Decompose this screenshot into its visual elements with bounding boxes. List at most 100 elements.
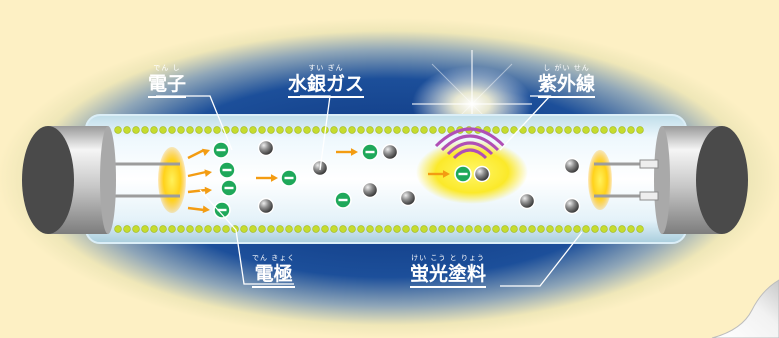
label-mercury-gas: すい ぎん 水銀ガス	[288, 64, 365, 98]
phosphor-dot	[114, 126, 122, 134]
phosphor-dot	[258, 225, 266, 233]
phosphor-dot	[393, 225, 401, 233]
phosphor-dot	[123, 126, 131, 134]
phosphor-dot	[339, 225, 347, 233]
uv-glow-region	[416, 140, 528, 204]
label-mercury-gas-text: 水銀ガス	[288, 73, 365, 95]
phosphor-dot	[384, 225, 392, 233]
phosphor-dot	[141, 126, 149, 134]
label-electrode-text: 電極	[254, 263, 293, 285]
phosphor-dot	[195, 225, 203, 233]
phosphor-dot	[564, 225, 572, 233]
phosphor-dot	[618, 225, 626, 233]
phosphor-dot	[204, 225, 212, 233]
phosphor-dot	[357, 225, 365, 233]
mercury-atoms-group	[257, 139, 581, 215]
mercury-atom-icon	[361, 181, 379, 199]
phosphor-dot	[348, 126, 356, 134]
phosphor-dot	[546, 225, 554, 233]
phosphor-dot	[330, 126, 338, 134]
phosphor-dot	[420, 225, 428, 233]
label-ultraviolet-text: 紫外線	[538, 73, 596, 95]
arrow-icon	[336, 148, 358, 156]
phosphor-dot	[258, 126, 266, 134]
phosphor-dot	[159, 126, 167, 134]
phosphor-dot	[438, 225, 446, 233]
label-electrode-ruby: でん きょく	[252, 254, 296, 262]
phosphor-dot	[609, 126, 617, 134]
mercury-atom-icon	[381, 143, 399, 161]
phosphor-dot	[312, 225, 320, 233]
phosphor-dot	[492, 225, 500, 233]
phosphor-dot	[492, 126, 500, 134]
phosphor-dot	[348, 225, 356, 233]
phosphor-dot	[528, 225, 536, 233]
electron-icon	[334, 191, 352, 209]
phosphor-dot	[429, 126, 437, 134]
phosphor-dot	[465, 225, 473, 233]
mercury-atom-icon	[257, 139, 275, 157]
phosphor-dot	[474, 225, 482, 233]
phosphor-dot	[366, 126, 374, 134]
electron-flow-arrows	[187, 148, 450, 214]
phosphor-dot	[591, 126, 599, 134]
phosphor-dot	[150, 126, 158, 134]
phosphor-dot	[384, 126, 392, 134]
arrow-icon	[187, 148, 210, 160]
phosphor-dot	[186, 225, 194, 233]
phosphor-dot	[447, 225, 455, 233]
phosphor-dot	[114, 225, 122, 233]
arrow-icon	[187, 169, 212, 178]
electron-icon	[220, 179, 238, 197]
phosphor-dot	[177, 126, 185, 134]
phosphor-dot	[168, 126, 176, 134]
electron-icon	[454, 165, 472, 183]
phosphor-dot	[312, 126, 320, 134]
phosphor-coating-bottom	[114, 225, 644, 233]
right-electrode-glow	[588, 150, 612, 210]
phosphor-dot	[627, 225, 635, 233]
phosphor-dot	[141, 225, 149, 233]
phosphor-dot	[168, 225, 176, 233]
electron-icon	[361, 143, 379, 161]
phosphor-dot	[582, 126, 590, 134]
phosphor-dot	[573, 225, 581, 233]
phosphor-dot	[627, 126, 635, 134]
mercury-atom-icon	[563, 197, 581, 215]
phosphor-dot	[582, 225, 590, 233]
label-electrode: でん きょく 電極	[252, 254, 296, 288]
phosphor-dot	[222, 225, 230, 233]
label-electron-ruby: でん し	[153, 64, 181, 72]
phosphor-dot	[402, 126, 410, 134]
phosphor-dot	[267, 126, 275, 134]
phosphor-dot	[519, 225, 527, 233]
phosphor-dot	[213, 225, 221, 233]
label-electron-text: 電子	[148, 73, 187, 95]
phosphor-dot	[411, 126, 419, 134]
electron-icon	[280, 169, 298, 187]
phosphor-dot	[213, 126, 221, 134]
page-curl-icon	[711, 279, 779, 338]
phosphor-dot	[636, 225, 644, 233]
phosphor-dot	[339, 126, 347, 134]
phosphor-dot	[402, 225, 410, 233]
uv-waves-icon	[434, 127, 506, 160]
phosphor-dot	[510, 225, 518, 233]
phosphor-dot	[159, 225, 167, 233]
phosphor-dot	[249, 126, 257, 134]
arrow-icon	[428, 170, 450, 178]
arrow-icon	[256, 174, 278, 182]
phosphor-dot	[150, 225, 158, 233]
phosphor-dot	[186, 126, 194, 134]
mercury-atom-icon	[563, 157, 581, 175]
phosphor-dot	[204, 126, 212, 134]
arrow-icon	[187, 205, 210, 214]
phosphor-dot	[591, 225, 599, 233]
left-electrode-glow	[158, 147, 186, 213]
phosphor-dot	[240, 225, 248, 233]
phosphor-dot	[537, 126, 545, 134]
label-electron: でん し 電子	[148, 64, 187, 98]
phosphor-dot	[294, 225, 302, 233]
